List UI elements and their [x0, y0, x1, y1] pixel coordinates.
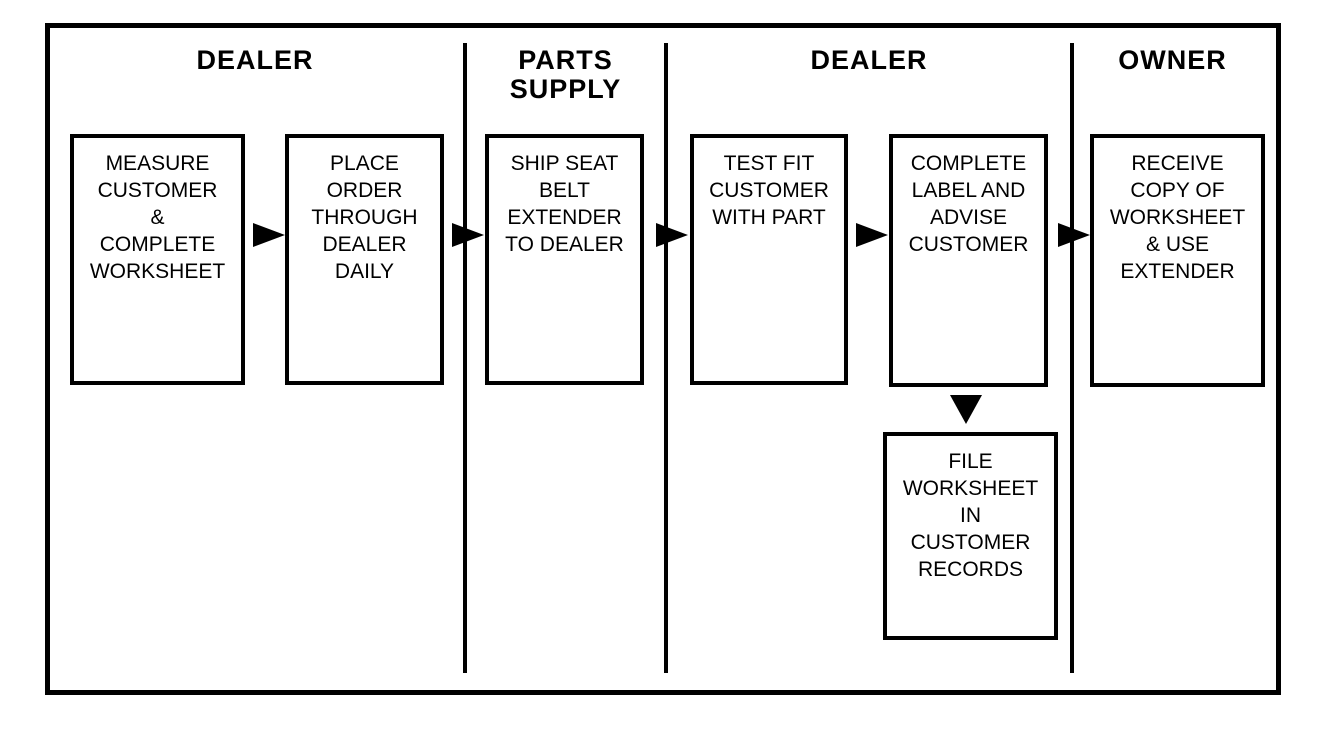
lane-header-dealer-2: DEALER: [810, 45, 928, 75]
lane-header-owner: OWNER: [1118, 45, 1227, 75]
lane-divider-dealer-owner: [1070, 43, 1074, 673]
process-box-receive-copy: RECEIVE COPY OF WORKSHEET & USE EXTENDER: [1090, 134, 1265, 387]
process-box-file-worksheet: FILE WORKSHEET IN CUSTOMER RECORDS: [883, 432, 1058, 640]
right-arrow-icon: [656, 223, 688, 247]
lane-divider-dealer-parts: [463, 43, 467, 673]
down-arrow-icon: [950, 395, 982, 424]
lane-header-parts-supply: PARTS SUPPLY: [509, 45, 622, 104]
right-arrow-icon: [253, 223, 285, 247]
right-arrow-icon: [452, 223, 484, 247]
flowchart-border: [45, 23, 1281, 695]
lane-divider-parts-dealer: [664, 43, 668, 673]
process-box-measure-customer: MEASURE CUSTOMER & COMPLETE WORKSHEET: [70, 134, 245, 385]
lane-header-dealer-1: DEALER: [196, 45, 314, 75]
process-box-test-fit: TEST FIT CUSTOMER WITH PART: [690, 134, 848, 385]
right-arrow-icon: [856, 223, 888, 247]
process-box-ship-extender: SHIP SEAT BELT EXTENDER TO DEALER: [485, 134, 644, 385]
process-box-place-order: PLACE ORDER THROUGH DEALER DAILY: [285, 134, 444, 385]
process-box-complete-label: COMPLETE LABEL AND ADVISE CUSTOMER: [889, 134, 1048, 387]
right-arrow-icon: [1058, 223, 1090, 247]
